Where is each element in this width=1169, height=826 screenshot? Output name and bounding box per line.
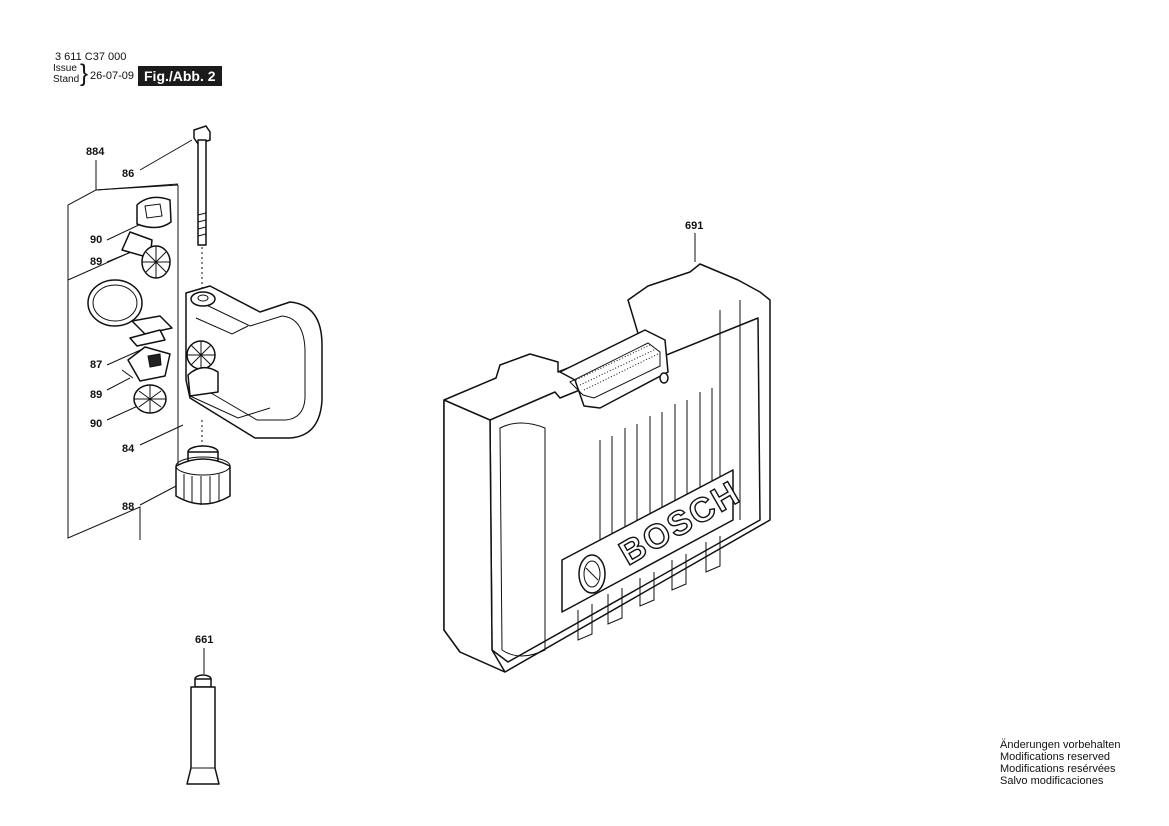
callout-89-upper: 89 [90,256,102,268]
band-part-87 [87,279,173,347]
modifications-notice: Änderungen vorbehalten Modifications res… [1000,739,1120,787]
issue-stand-labels: Issue Stand [53,63,79,85]
issue-label: Issue [53,63,77,74]
callout-661: 661 [195,634,213,646]
issue-date: 26-07-09 [90,70,135,82]
knurl-wheel-part-90-lower [133,384,167,414]
callout-88: 88 [122,501,134,513]
stand-label: Stand [53,74,80,85]
callout-691: 691 [685,220,703,232]
callout-89-lower: 89 [90,389,102,401]
aux-handle-part-84 [185,285,323,450]
bracket-part-89-upper [121,231,171,279]
callout-87: 87 [90,359,102,371]
callout-884: 884 [86,146,105,158]
bracket-part-89-lower [121,346,171,382]
mod-notice-de: Änderungen vorbehalten [1000,739,1121,751]
mod-notice-fr: Modifications resérvées [1000,763,1116,775]
group-bracket-884 [67,160,179,540]
bolt-part-86 [193,125,211,292]
mod-notice-es: Salvo modificaciones [1000,775,1104,787]
mod-notice-en: Modifications reserved [1000,751,1111,763]
knurled-nut-part-88 [175,445,231,505]
figure-label: Fig./Abb. 2 [138,66,222,86]
callout-90-lower: 90 [90,418,102,430]
carrying-case-part-691: BOSCH [443,263,771,673]
clamp-block-part-90-upper [136,196,172,229]
grease-tube-part-661 [186,674,220,785]
brace-symbol: } [80,60,89,87]
callout-84: 84 [122,443,135,455]
callout-labels: 884 86 90 89 87 89 90 84 88 661 691 [86,146,703,646]
document-number: 3 611 C37 000 [55,51,127,63]
callout-90-upper: 90 [90,234,102,246]
callout-86: 86 [122,168,134,180]
